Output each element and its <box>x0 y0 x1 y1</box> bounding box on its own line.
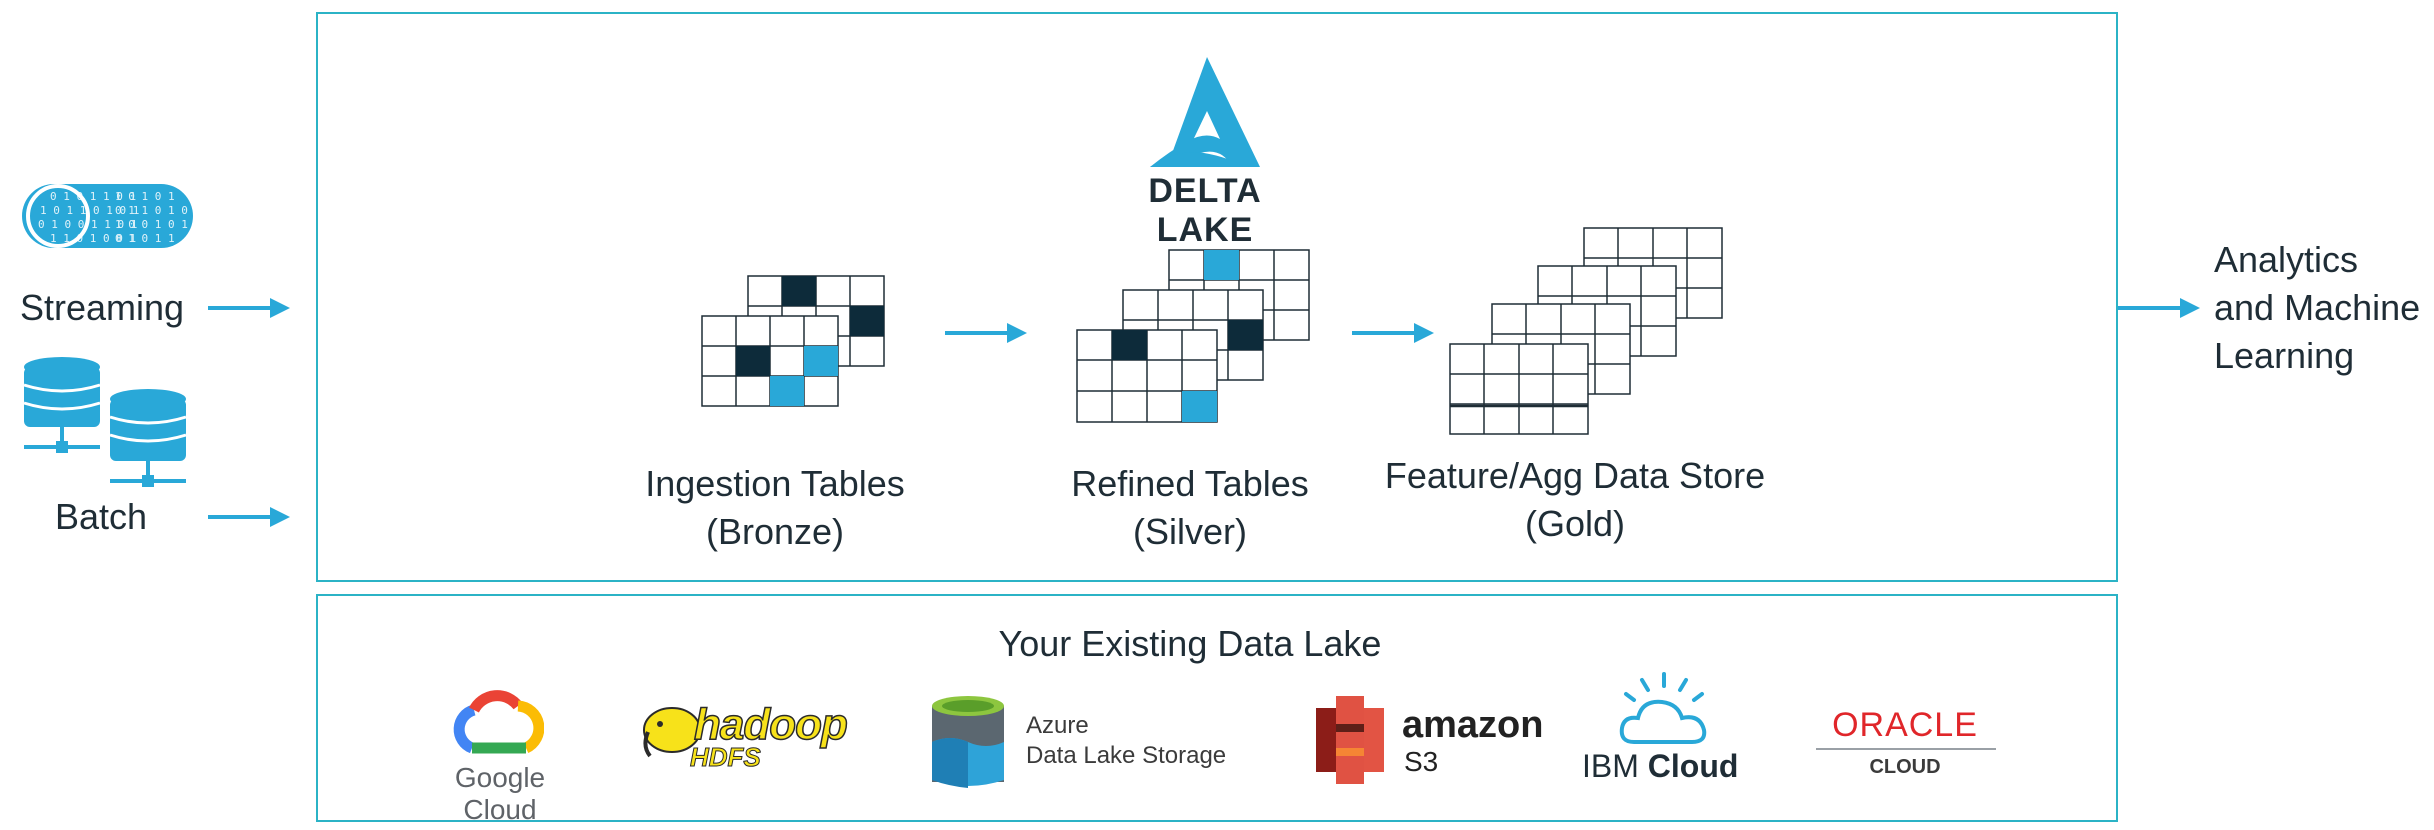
batch-arrow <box>208 505 290 529</box>
amazon-s3-label: S3 <box>1404 746 1439 777</box>
bronze-label-line2: (Bronze) <box>705 511 845 552</box>
silver-tables-icon <box>1075 248 1315 424</box>
ibm-cloud-bold-label: Cloud <box>1647 748 1739 784</box>
google-cloud-logo-icon <box>452 690 544 760</box>
gold-label-line2: (Gold) <box>1524 503 1626 544</box>
oracle-label: ORACLE <box>1832 706 1978 744</box>
ibm-label-text: IBM <box>1582 748 1639 784</box>
silver-label-line2: (Silver) <box>1133 511 1247 552</box>
data-lake-title: Your Existing Data Lake <box>998 623 1382 664</box>
output-arrow <box>2118 296 2200 320</box>
oracle-cloud-label: CLOUD <box>1869 756 1941 778</box>
gold-label-line1: Feature/Agg Data Store <box>1384 455 1766 496</box>
bronze-tables-icon <box>700 272 890 407</box>
azure-label: Azure <box>1026 712 1089 739</box>
svg-text:0 1 0 1 1 0 1: 0 1 0 1 1 0 1 <box>50 190 136 203</box>
streaming-icon: 0 1 0 1 1 0 1 1 0 1 1 0 1 0 1 0 1 0 0 1 … <box>20 180 195 252</box>
ibm-label: IBM Cloud <box>1582 748 1738 785</box>
hadoop-label: hadoop <box>693 699 848 750</box>
google-cloud-label: Google Cloud <box>454 762 546 825</box>
delta-lake-logo-text: DELTA LAKE <box>1148 172 1262 249</box>
gold-tables-icon <box>1448 226 1728 438</box>
amazon-s3-logo-icon <box>1312 694 1388 786</box>
amazon-label: amazon <box>1402 704 1544 746</box>
hadoop-elephant-logo-icon <box>640 702 702 762</box>
svg-text:1 0 0 1 0 1: 1 0 0 1 0 1 <box>115 218 188 231</box>
azure-data-lake-label: Data Lake Storage <box>1026 742 1227 769</box>
output-label-line2: and Machine <box>2214 287 2421 328</box>
svg-text:0 1 1 0 1 0: 0 1 1 0 1 0 <box>115 204 188 217</box>
data-lake-box <box>316 594 2118 822</box>
svg-text:1 0 1 0 1: 1 0 1 0 1 <box>115 190 175 203</box>
oracle-divider <box>1816 748 1996 750</box>
bronze-label-line1: Ingestion Tables <box>645 463 905 504</box>
delta-lake-box <box>316 12 2118 582</box>
silver-to-gold-arrow <box>1352 321 1434 345</box>
ibm-cloud-logo-icon <box>1616 672 1712 752</box>
batch-database-icon <box>20 355 195 490</box>
svg-text:1 0 1 1 0 1 0 1: 1 0 1 1 0 1 0 1 <box>40 204 139 217</box>
hadoop-hdfs-label: HDFS <box>690 742 762 773</box>
svg-text:0 1 0 1 1: 0 1 0 1 1 <box>115 232 175 245</box>
silver-label-line1: Refined Tables <box>1071 463 1309 504</box>
streaming-arrow <box>208 296 290 320</box>
output-label-line3: Learning <box>2214 335 2355 376</box>
delta-lake-logo-icon <box>1140 55 1275 173</box>
bronze-to-silver-arrow <box>945 321 1027 345</box>
streaming-label: Streaming <box>20 287 185 328</box>
azure-data-lake-logo-icon <box>930 694 1006 790</box>
batch-label: Batch <box>55 496 148 537</box>
output-label-line1: Analytics <box>2214 239 2359 280</box>
